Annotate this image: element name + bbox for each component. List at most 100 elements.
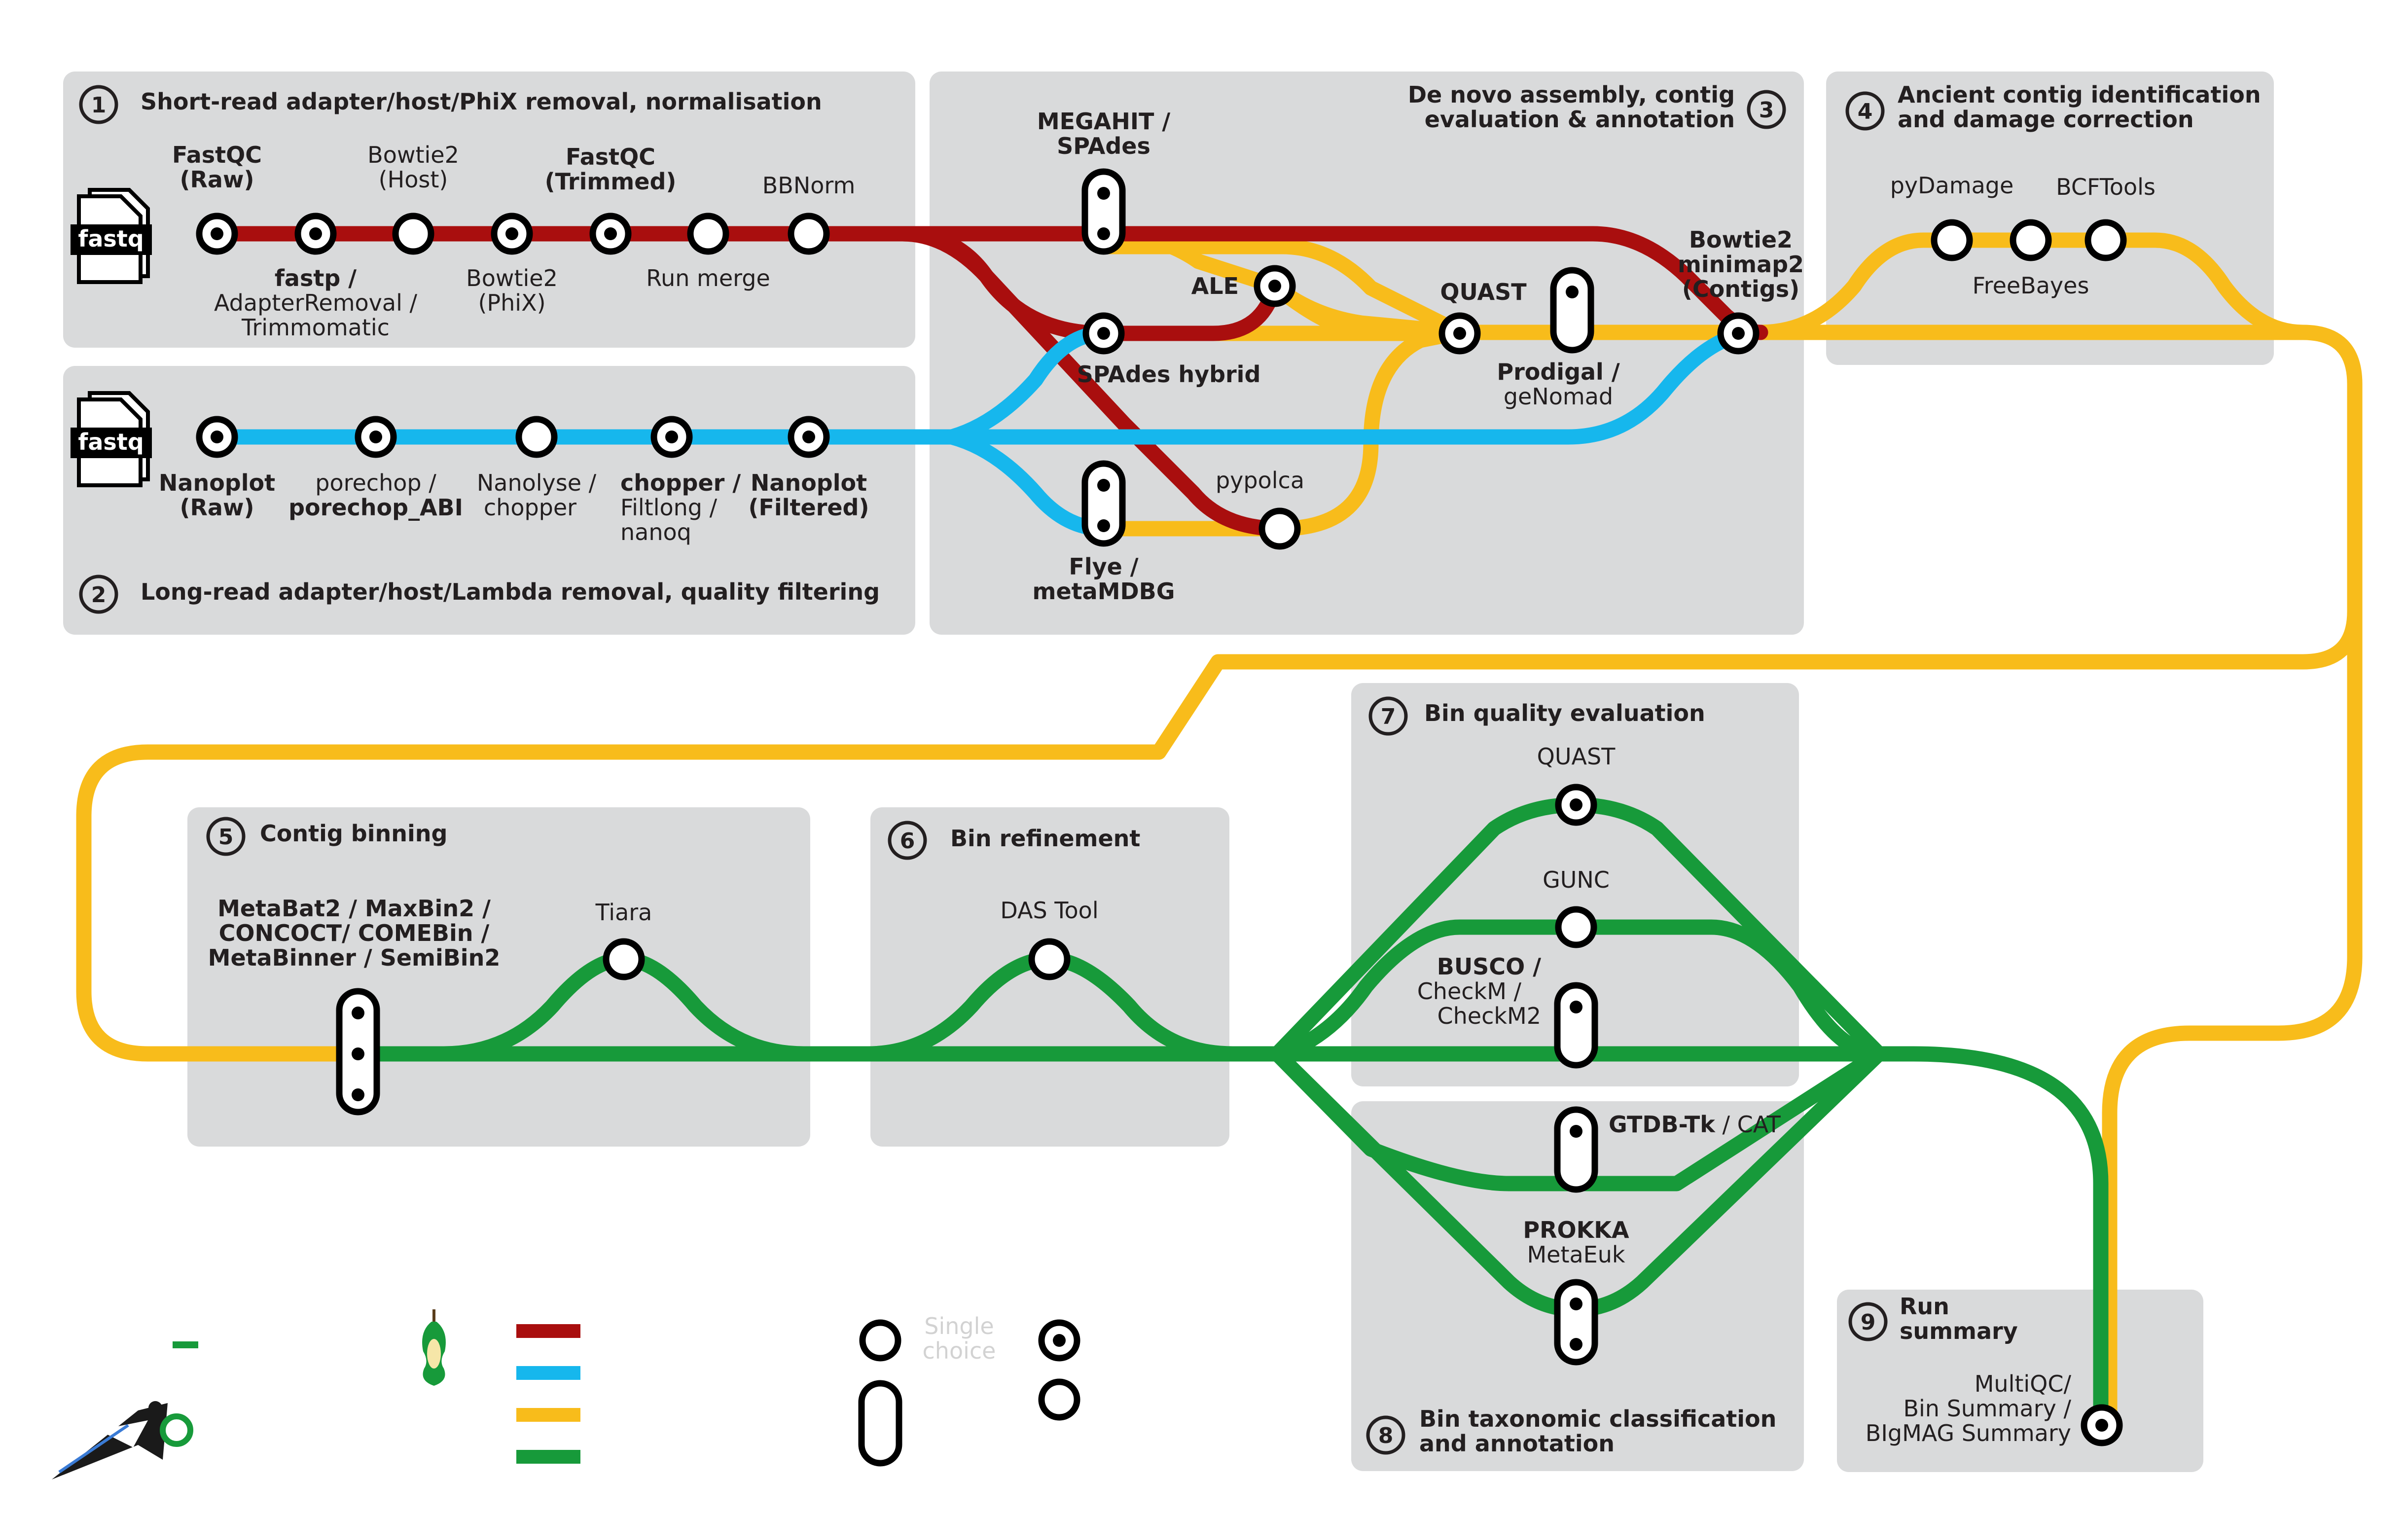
section-3-title: De novo assembly, contig <box>1408 81 1735 108</box>
section-9-title: Run <box>1900 1293 1949 1320</box>
station-prodigal-dot-1 <box>1566 286 1579 298</box>
fastq-label-bg <box>71 224 152 255</box>
label-quast: QUAST <box>1440 279 1527 305</box>
label-multiqc: MultiQC/Bin Summary /BIgMAG Summary <box>1866 1370 2072 1446</box>
station-megahit-dot-2 <box>1097 227 1110 240</box>
station-flye <box>1081 460 1126 547</box>
station-pydamage <box>1931 219 1973 261</box>
station-das-tool <box>1028 938 1071 980</box>
station-bowtie2-contigs-dot <box>1732 327 1745 340</box>
section-9-title-2: summary <box>1900 1318 2018 1344</box>
section-7-badge <box>1368 696 1408 736</box>
label-chopper: chopper /Filtlong /nanoq <box>620 469 741 545</box>
station-bcftools <box>2085 219 2127 261</box>
section-8-title-2: and annotation <box>1419 1430 1615 1457</box>
legend-station-multi-icon <box>858 1380 902 1467</box>
label-gtdbtk: GTDB-Tk / CAT <box>1609 1111 1781 1138</box>
label-spades-hybrid: SPAdes hybrid <box>1077 361 1261 388</box>
section-1-title: Short-read adapter/host/PhiX removal, no… <box>141 88 822 115</box>
station-labels: FastQC(Raw) fastp /AdapterRemoval /Trimm… <box>159 108 2156 1446</box>
label-nanolyse: Nanolyse /chopper <box>477 469 597 521</box>
label-bcftools: BCFTools <box>2056 174 2156 200</box>
station-bbnorm <box>788 213 830 255</box>
long-read-line-to-flye <box>944 429 1112 537</box>
station-busco <box>1554 982 1598 1069</box>
station-freebayes <box>2010 219 2052 261</box>
station-prokka <box>1554 1279 1598 1366</box>
assembly-line-ancient-branch <box>1753 232 2311 340</box>
station-gunc <box>1555 906 1597 948</box>
panel-assembly <box>930 72 1804 635</box>
section-4-title-2: and damage correction <box>1898 106 2194 133</box>
label-pypolca: pypolca <box>1216 467 1304 494</box>
station-busco-dot <box>1570 1001 1582 1013</box>
label-flye: Flye /metaMDBG <box>1033 553 1175 605</box>
label-bbnorm: BBNorm <box>762 172 856 199</box>
section-8-title: Bin taxonomic classification <box>1419 1406 1776 1432</box>
assembly-line-long-loop <box>76 324 2363 1062</box>
short-read-fastq-label: fastq <box>78 225 144 252</box>
section-1-badge <box>79 85 118 124</box>
panel-binning <box>187 807 810 1147</box>
long-read-input: fastq <box>71 391 152 487</box>
stations <box>196 168 2127 1446</box>
short-read-input: fastq <box>71 188 152 284</box>
station-nanoplot-raw-dot <box>211 431 223 443</box>
label-porechop: porechop /porechop_ABI <box>288 469 463 521</box>
label-das-tool: DAS Tool <box>1000 897 1098 924</box>
section-9-badge <box>1848 1302 1888 1341</box>
apple-core-icon <box>422 1309 446 1386</box>
section-7-number: 7 <box>1381 704 1396 729</box>
section-5-title: Contig binning <box>260 820 447 847</box>
label-run-merge: Run merge <box>646 265 770 291</box>
fastq-label-bg <box>71 428 152 458</box>
label-busco: BUSCO /CheckM /CheckM2 <box>1417 953 1542 1029</box>
section-6-badge <box>888 821 927 860</box>
station-pypolca <box>1258 507 1301 550</box>
section-8-number: 8 <box>1378 1423 1394 1448</box>
station-prokka-dot-2 <box>1570 1338 1582 1351</box>
short-read-line-to-pypolca <box>895 226 1288 537</box>
station-quast-dot <box>1453 327 1466 340</box>
station-binners-dot-3 <box>352 1088 364 1101</box>
station-porechop-dot <box>369 431 382 443</box>
label-tiara: Tiara <box>595 899 652 926</box>
label-nanoplot-filtered: Nanoplot(Filtered) <box>748 469 869 521</box>
legend-binning-swatch <box>516 1450 580 1464</box>
station-fastp-dot <box>309 227 322 240</box>
station-spades-hybrid-dot <box>1097 327 1110 340</box>
station-multiqc-dot <box>2095 1419 2108 1432</box>
section-8-badge <box>1366 1415 1405 1455</box>
section-6-title: Bin refinement <box>950 825 1140 852</box>
station-flye-dot-1 <box>1097 479 1110 492</box>
section-3-title-2: evaluation & annotation <box>1425 106 1735 133</box>
label-fastqc-raw: FastQC(Raw) <box>172 142 262 193</box>
station-flye-dot-2 <box>1097 519 1110 532</box>
assembly-line-summary-branch <box>2102 604 2363 1433</box>
label-bowtie2-phix: Bowtie2(PhiX) <box>466 265 558 316</box>
section-3-badge <box>1747 90 1786 129</box>
section-6-number: 6 <box>900 829 915 854</box>
section-5-number: 5 <box>218 825 234 850</box>
station-gtdbtk <box>1554 1106 1598 1193</box>
section-2-badge <box>79 575 118 614</box>
label-binners: MetaBat2 / MaxBin2 /CONCOCT/ COMEBin /Me… <box>208 895 501 971</box>
section-5-badge <box>206 817 246 856</box>
label-nanoplot-raw: Nanoplot(Raw) <box>159 469 275 521</box>
label-gunc: GUNC <box>1543 866 1610 893</box>
station-binners-dot-2 <box>352 1047 364 1060</box>
legend-short-read-swatch <box>516 1324 580 1338</box>
section-2-title: Long-read adapter/host/Lambda removal, q… <box>141 578 880 605</box>
station-nanoplot-filtered-dot <box>802 431 815 443</box>
station-fastqc-raw-dot <box>211 227 223 240</box>
legend-assembly-swatch <box>516 1408 580 1422</box>
panel-bin-qc <box>1351 683 1799 1086</box>
station-prodigal <box>1550 267 1594 354</box>
label-quast-bins: QUAST <box>1537 743 1616 770</box>
station-fastqc-trimmed-dot <box>604 227 617 240</box>
assembly-line-megahit-to-bowtie2 <box>1096 226 1768 340</box>
section-4-number: 4 <box>1858 99 1873 124</box>
